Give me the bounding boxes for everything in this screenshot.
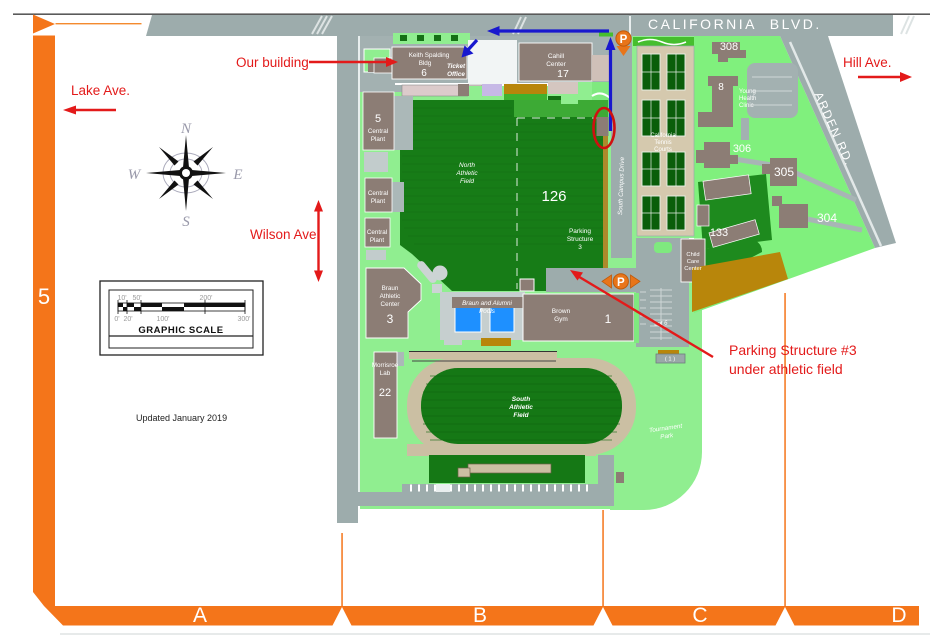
svg-text:126: 126 xyxy=(541,188,566,205)
svg-text:300': 300' xyxy=(237,316,250,323)
svg-text:50': 50' xyxy=(132,295,141,302)
svg-text:Office: Office xyxy=(447,71,465,78)
svg-text:Lake Ave.: Lake Ave. xyxy=(71,83,130,98)
svg-text:6: 6 xyxy=(421,68,427,79)
svg-text:308: 308 xyxy=(720,41,738,53)
svg-text:A: A xyxy=(193,604,207,627)
svg-text:Athletic: Athletic xyxy=(380,293,401,300)
svg-text:22: 22 xyxy=(379,387,391,399)
svg-text:Park: Park xyxy=(660,432,675,441)
svg-text:Tournament: Tournament xyxy=(649,423,683,435)
svg-text:Young: Young xyxy=(739,89,756,95)
svg-text:Health: Health xyxy=(739,96,756,102)
svg-text:Courts: Courts xyxy=(654,147,672,153)
svg-text:133: 133 xyxy=(710,227,728,239)
svg-text:5: 5 xyxy=(375,113,381,125)
svg-text:W: W xyxy=(128,167,142,183)
svg-text:California: California xyxy=(650,133,676,139)
svg-text:South Campus Drive: South Campus Drive xyxy=(617,156,626,215)
svg-text:South: South xyxy=(512,396,530,403)
svg-text:Field: Field xyxy=(513,412,529,419)
svg-text:100': 100' xyxy=(156,316,169,323)
svg-text:Plant: Plant xyxy=(371,136,386,143)
svg-text:Parking: Parking xyxy=(569,228,591,235)
svg-text:Parking Structure #3: Parking Structure #3 xyxy=(729,342,857,358)
svg-text:GRAPHIC SCALE: GRAPHIC SCALE xyxy=(138,325,223,336)
svg-text:B: B xyxy=(473,604,487,627)
svg-text:Child: Child xyxy=(686,252,699,258)
svg-text:Hill Ave.: Hill Ave. xyxy=(843,55,892,70)
svg-text:Central: Central xyxy=(368,190,388,197)
svg-text:Structure: Structure xyxy=(567,236,594,243)
svg-text:Athletic: Athletic xyxy=(508,404,533,411)
svg-text:Bldg: Bldg xyxy=(419,60,432,67)
svg-text:Central: Central xyxy=(367,229,387,236)
svg-text:Braun and Alumni: Braun and Alumni xyxy=(462,300,512,307)
svg-text:Field: Field xyxy=(460,178,474,185)
svg-text:Lot 6: Lot 6 xyxy=(654,320,668,327)
svg-text:North: North xyxy=(459,162,475,169)
svg-text:Plant: Plant xyxy=(370,237,385,244)
svg-text:17: 17 xyxy=(557,68,569,80)
svg-text:E: E xyxy=(232,167,242,183)
svg-text:3: 3 xyxy=(578,244,582,251)
svg-text:Keith Spalding: Keith Spalding xyxy=(409,52,450,59)
svg-text:Updated January 2019: Updated January 2019 xyxy=(136,413,227,423)
svg-text:Gym: Gym xyxy=(554,316,568,323)
svg-text:Care: Care xyxy=(687,259,700,265)
svg-text:Plant: Plant xyxy=(371,198,386,205)
svg-text:Clinic: Clinic xyxy=(739,103,754,109)
svg-text:304: 304 xyxy=(817,211,837,225)
svg-text:C: C xyxy=(692,604,707,627)
svg-text:3: 3 xyxy=(387,312,394,326)
svg-text:305: 305 xyxy=(774,165,794,179)
svg-text:Tennis: Tennis xyxy=(654,140,671,146)
svg-text:Pools: Pools xyxy=(479,308,496,315)
svg-text:S: S xyxy=(182,214,190,230)
svg-text:0': 0' xyxy=(114,316,119,323)
svg-text:Lab: Lab xyxy=(380,370,391,377)
svg-text:N: N xyxy=(180,121,192,137)
svg-text:8: 8 xyxy=(718,82,724,93)
svg-text:1: 1 xyxy=(605,312,612,326)
svg-text:Brown: Brown xyxy=(552,308,571,315)
svg-text:10': 10' xyxy=(117,295,126,302)
svg-text:Athletic: Athletic xyxy=(455,170,478,177)
svg-text:Wilson Ave.: Wilson Ave. xyxy=(250,227,320,242)
svg-text:20': 20' xyxy=(123,316,132,323)
svg-text:Our building: Our building xyxy=(236,55,309,70)
svg-text:CALIFORNIA BLVD.: CALIFORNIA BLVD. xyxy=(648,16,822,32)
svg-text:Cahill: Cahill xyxy=(548,53,565,60)
svg-text:Center: Center xyxy=(381,301,400,308)
svg-text:306: 306 xyxy=(733,143,751,155)
svg-text:Central: Central xyxy=(368,128,388,135)
svg-text:P: P xyxy=(620,34,628,46)
svg-text:P: P xyxy=(617,277,625,289)
svg-text:Center: Center xyxy=(684,266,701,272)
svg-text:D: D xyxy=(891,604,906,627)
svg-text:5: 5 xyxy=(38,284,50,309)
svg-text:Center: Center xyxy=(546,61,566,68)
svg-text:200': 200' xyxy=(199,295,212,302)
svg-text:Morrisroe: Morrisroe xyxy=(372,362,399,369)
svg-text:Ticket: Ticket xyxy=(447,63,466,70)
svg-text:( 1 ): ( 1 ) xyxy=(665,357,675,363)
svg-text:Braun: Braun xyxy=(382,285,399,292)
svg-text:under athletic field: under athletic field xyxy=(729,361,843,377)
